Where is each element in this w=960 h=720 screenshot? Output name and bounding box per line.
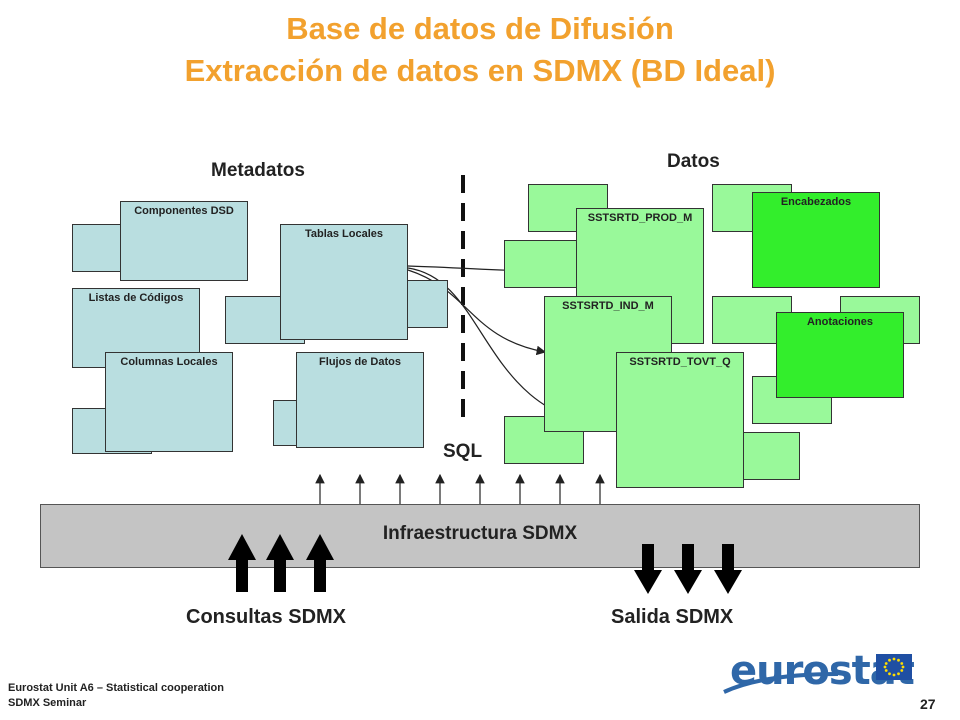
title-line-1: Base de datos de Difusión — [286, 11, 674, 46]
title-line-2: Extracción de datos en SDMX (BD Ideal) — [184, 53, 776, 88]
componentes-dsd-label: Componentes DSD — [134, 205, 234, 217]
componentes-dsd-box: Componentes DSD — [120, 201, 248, 281]
salida-arrows — [634, 544, 742, 594]
sstsrtd-prod-label: SSTSRTD_PROD_M — [587, 212, 693, 224]
sstsrtd-ind-label: SSTSRTD_IND_M — [562, 300, 654, 312]
data-tile — [504, 240, 584, 288]
infraestructura-label: Infraestructura SDMX — [382, 523, 578, 544]
encabezados-label: Encabezados — [780, 196, 852, 208]
eurostat-swoosh-icon — [723, 672, 839, 694]
sstsrtd-tovt-box: SSTSRTD_TOVT_Q — [616, 352, 744, 488]
tablas-locales-box: Tablas Locales — [280, 224, 408, 340]
columnas-locales-box: Columnas Locales — [105, 352, 233, 452]
flujos-datos-box: Flujos de Datos — [296, 352, 424, 448]
listas-codigos-label: Listas de Códigos — [88, 292, 184, 304]
infraestructura-bar: Infraestructura SDMX — [40, 504, 920, 568]
anotaciones-box: Anotaciones — [776, 312, 904, 398]
tablas-locales-label: Tablas Locales — [304, 228, 384, 240]
eu-flag-icon — [876, 654, 912, 680]
footer-line-2: SDMX Seminar — [8, 697, 87, 709]
sstsrtd-tovt-label: SSTSRTD_TOVT_Q — [629, 356, 731, 368]
consultas-sdmx-label: Consultas SDMX — [186, 606, 347, 628]
salida-sdmx-label: Salida SDMX — [611, 606, 734, 628]
page-number: 27 — [920, 696, 936, 712]
consultas-arrows — [228, 534, 334, 592]
metadatos-label: Metadatos — [211, 160, 305, 181]
encabezados-box: Encabezados — [752, 192, 880, 288]
sql-arrows — [315, 473, 605, 504]
flujos-datos-label: Flujos de Datos — [319, 356, 401, 368]
anotaciones-label: Anotaciones — [806, 316, 873, 328]
datos-label: Datos — [667, 151, 720, 172]
arrow-to-ind — [407, 269, 547, 356]
sql-label: SQL — [443, 441, 483, 462]
footer-line-1: Eurostat Unit A6 – Statistical cooperati… — [8, 682, 224, 694]
columnas-locales-label: Columnas Locales — [120, 356, 218, 368]
